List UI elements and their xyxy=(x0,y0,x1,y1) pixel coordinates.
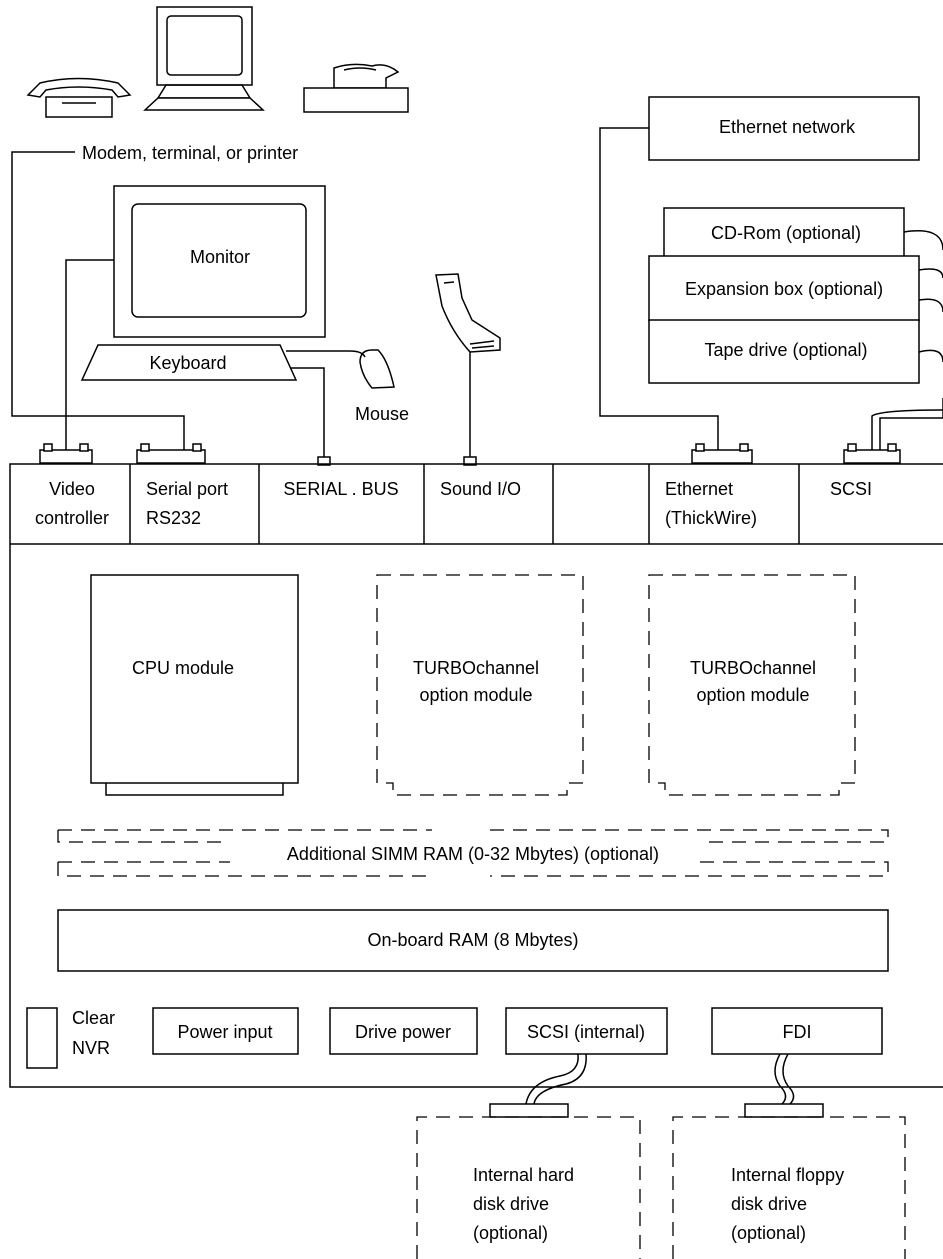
floppy-line2: disk drive xyxy=(731,1194,807,1214)
internal-floppy-disk xyxy=(672,1116,906,1259)
mouse-icon xyxy=(286,349,395,389)
scsi-internal xyxy=(505,1007,668,1055)
port-ethernet-line2: (ThickWire) xyxy=(665,508,757,528)
simm-ram-slots xyxy=(57,829,889,877)
modem-label: Modem, terminal, or printer xyxy=(82,143,298,163)
terminal-icon xyxy=(143,6,265,111)
hard-disk-line3: (optional) xyxy=(473,1223,548,1243)
floppy-line3: (optional) xyxy=(731,1223,806,1243)
turbo1-line1: TURBOchannel xyxy=(413,658,539,678)
port-sound: Sound I/O xyxy=(440,479,521,499)
monitor-label: Monitor xyxy=(190,247,250,267)
ethernet-connector xyxy=(691,443,753,464)
drive-power xyxy=(329,1007,478,1055)
port-video-line2: controller xyxy=(35,508,109,528)
turbo2-line1: TURBOchannel xyxy=(690,658,816,678)
serial-bus-connector xyxy=(317,456,331,466)
keyboard-icon xyxy=(80,344,298,381)
port-row-dividers xyxy=(129,464,800,544)
fdi-label: FDI xyxy=(783,1022,812,1042)
fdi-connector xyxy=(711,1007,883,1055)
system-board xyxy=(9,463,943,1088)
clear-nvr-line2: NVR xyxy=(72,1038,110,1058)
telephone-icon xyxy=(26,77,132,118)
onboard-ram xyxy=(57,909,889,972)
floppy-connector xyxy=(744,1103,824,1118)
cpu-module xyxy=(90,574,299,796)
onboard-ram-label: On-board RAM (8 Mbytes) xyxy=(367,930,578,950)
mouse-label: Mouse xyxy=(355,404,409,424)
monitor-icon xyxy=(113,185,326,338)
expansion-box-label: Expansion box (optional) xyxy=(685,279,883,299)
tape-drive-label: Tape drive (optional) xyxy=(704,340,867,360)
floppy-line1: Internal floppy xyxy=(731,1165,844,1185)
turbochannel-module-2 xyxy=(648,574,856,796)
internal-hard-disk xyxy=(416,1116,641,1259)
drive-power-label: Drive power xyxy=(355,1022,451,1042)
port-serial-line2: RS232 xyxy=(146,508,201,528)
ethernet-network-label: Ethernet network xyxy=(719,117,856,137)
turbo1-line2: option module xyxy=(419,685,532,705)
hard-disk-line2: disk drive xyxy=(473,1194,549,1214)
ethernet-network-box xyxy=(648,96,920,161)
printer-icon xyxy=(303,63,409,113)
port-scsi: SCSI xyxy=(830,479,872,499)
handset-icon xyxy=(435,273,501,460)
hard-disk-line1: Internal hard xyxy=(473,1165,574,1185)
port-serial-bus: SERIAL . BUS xyxy=(283,479,398,499)
video-connector xyxy=(39,443,93,464)
cdrom-label: CD-Rom (optional) xyxy=(711,223,861,243)
port-video-line1: Video xyxy=(49,479,95,499)
turbochannel-module-1 xyxy=(376,574,584,796)
serial-connector xyxy=(136,443,206,464)
keyboard-label: Keyboard xyxy=(149,353,226,373)
turbo2-line2: option module xyxy=(696,685,809,705)
power-input xyxy=(152,1007,299,1055)
scsi-connector xyxy=(843,443,901,464)
clear-nvr-line1: Clear xyxy=(72,1008,115,1028)
clear-nvr-switch xyxy=(26,1007,58,1069)
port-serial-line1: Serial port xyxy=(146,479,228,499)
internal-drive-cables xyxy=(525,1053,795,1105)
hard-disk-connector xyxy=(489,1103,569,1118)
cpu-module-label: CPU module xyxy=(132,658,234,678)
power-input-label: Power input xyxy=(177,1022,272,1042)
scsi-internal-label: SCSI (internal) xyxy=(527,1022,645,1042)
simm-ram-label: Additional SIMM RAM (0-32 Mbytes) (optio… xyxy=(287,844,659,864)
cables xyxy=(11,127,719,460)
tape-drive-box xyxy=(648,319,920,384)
sound-connector xyxy=(463,456,477,466)
port-ethernet-line1: Ethernet xyxy=(665,479,733,499)
